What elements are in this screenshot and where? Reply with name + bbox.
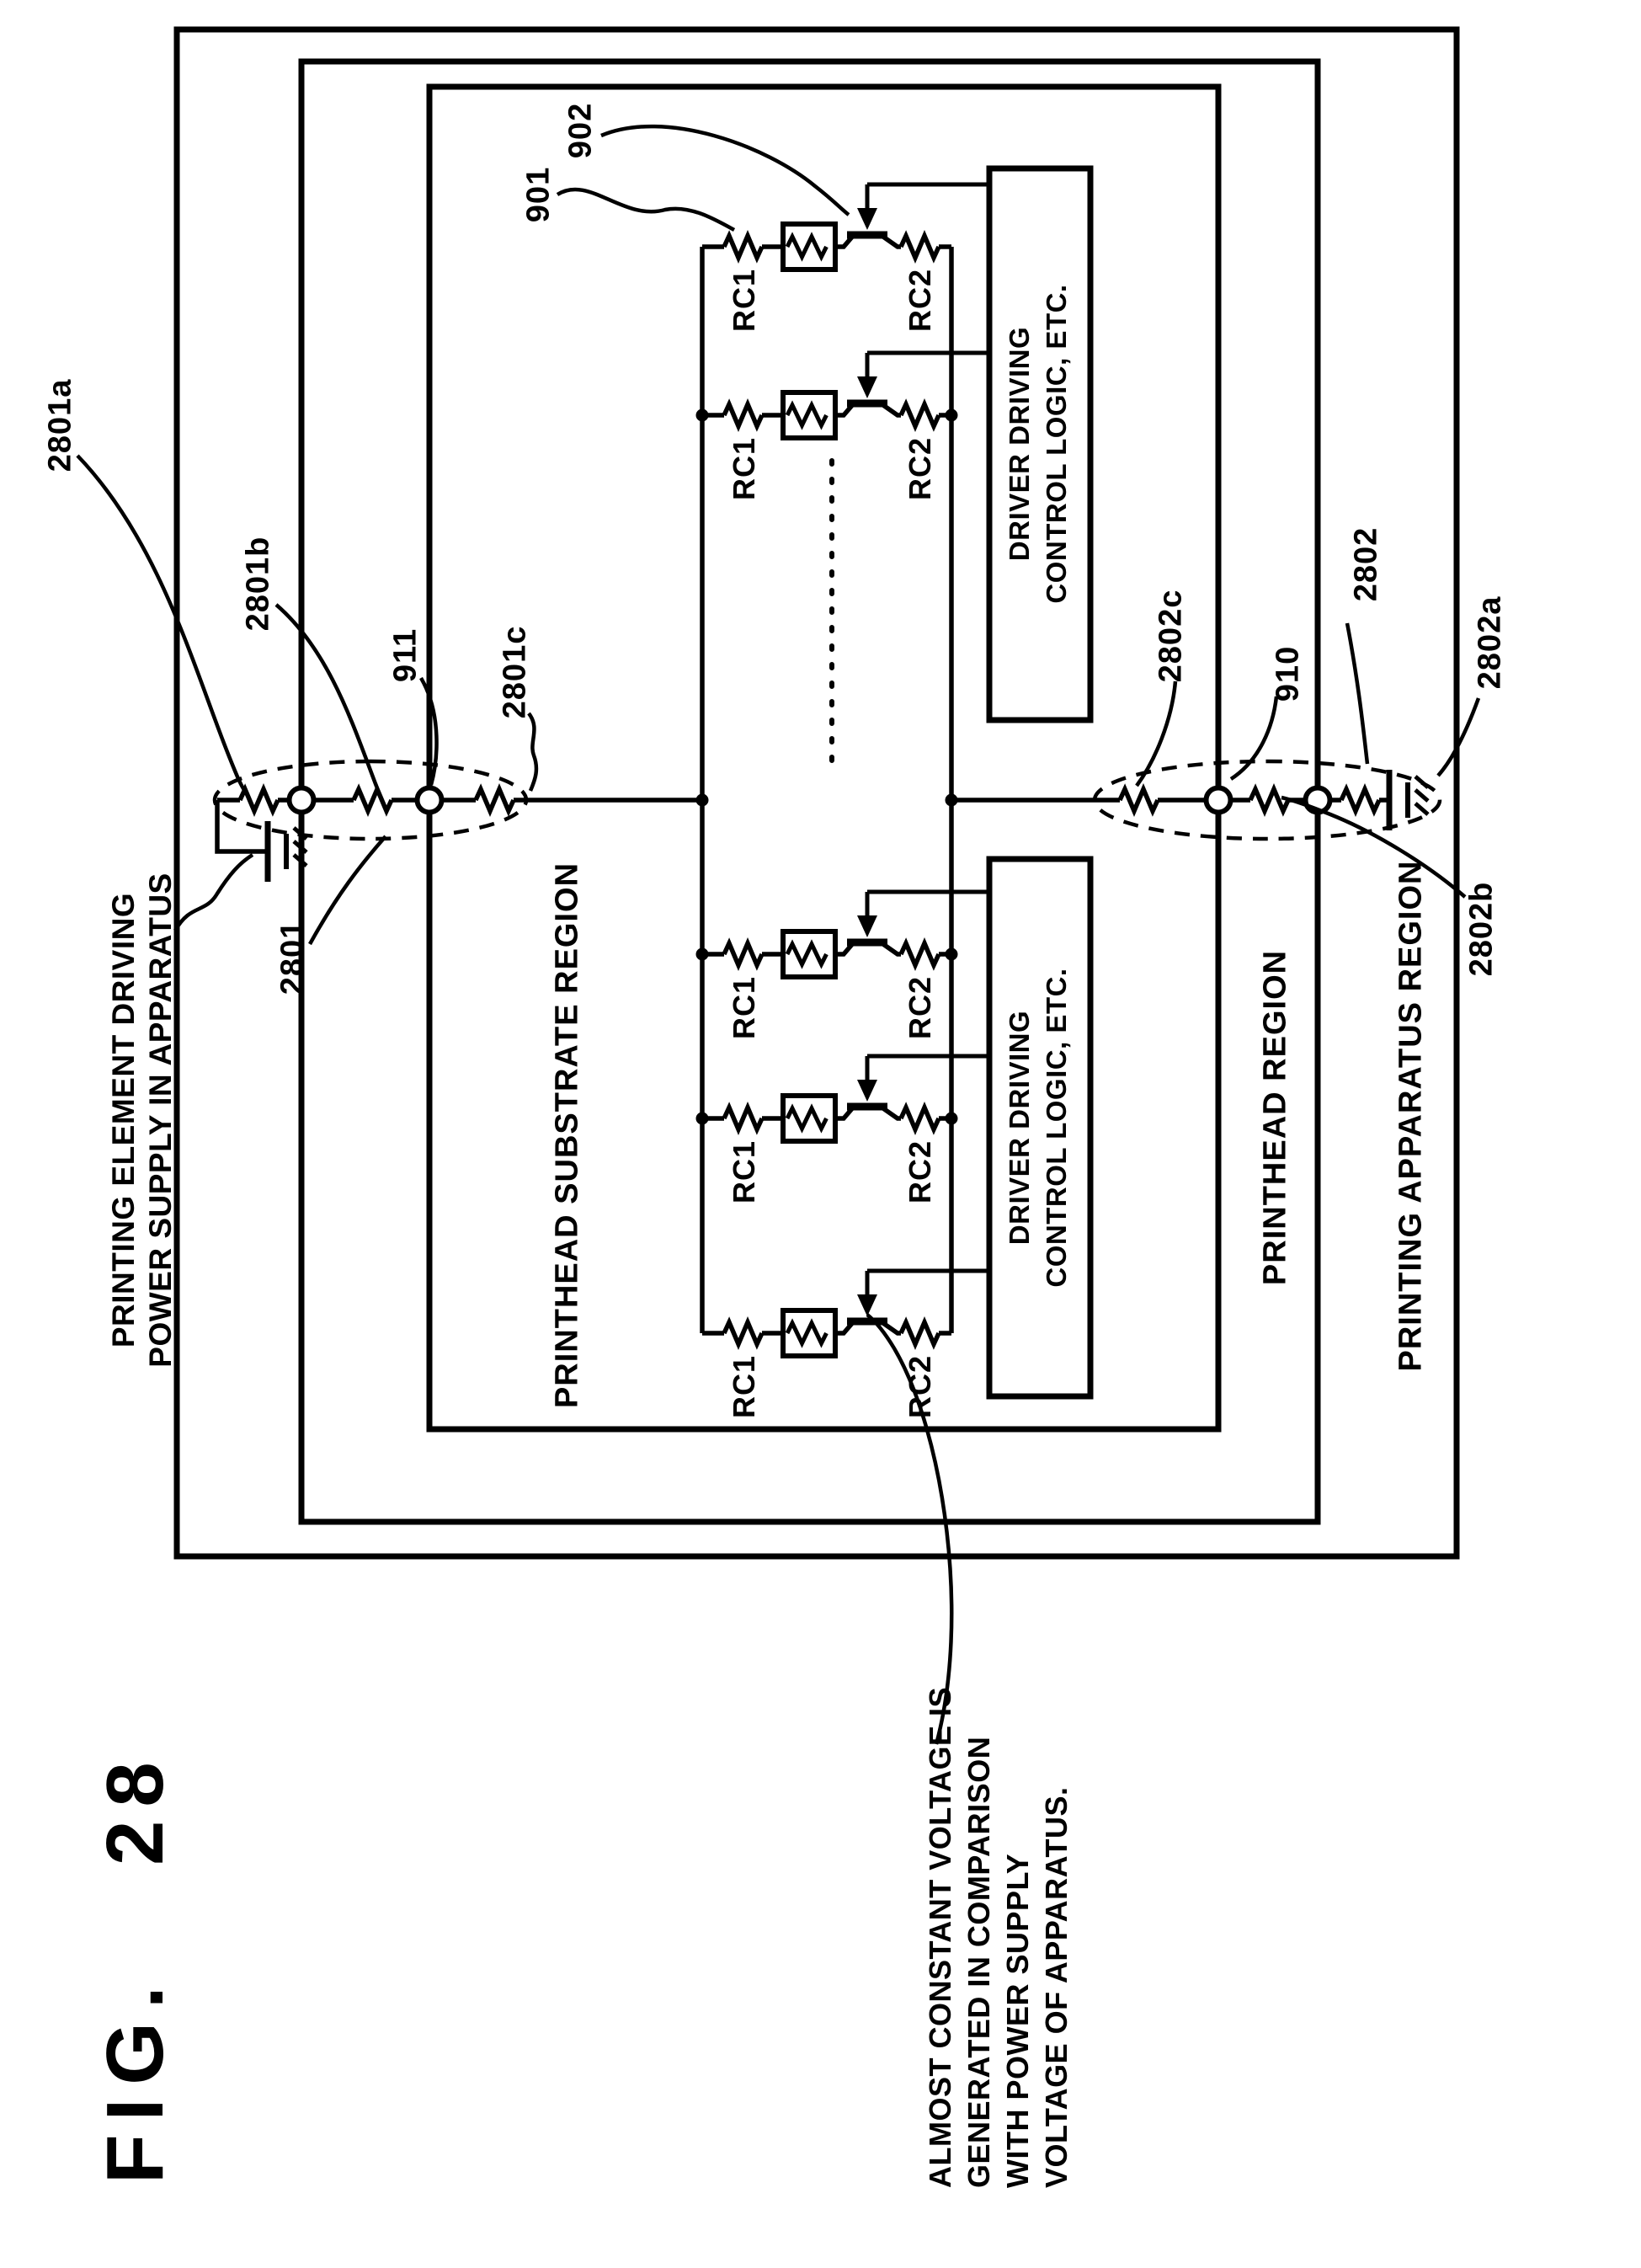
- leader-lines: [76, 124, 1481, 1745]
- rc1-label-b4: RC1: [727, 1140, 761, 1204]
- leader-901: [556, 187, 736, 232]
- driver-logic-box-right: [986, 165, 1094, 723]
- printing-apparatus-region-box: [173, 26, 1460, 1560]
- rc2-label-b3: RC2: [903, 976, 937, 1040]
- resistor-2802c: [1120, 789, 1158, 811]
- leader-2802b: [1281, 795, 1467, 899]
- ref-910: 910: [1270, 645, 1306, 702]
- power-wiring-ellipse-2801: [212, 759, 529, 841]
- leader-2801b: [274, 603, 380, 789]
- ref-2801c: 2801c: [497, 625, 533, 719]
- resistor-2802a: [1341, 789, 1379, 811]
- power-supply-bus: [212, 759, 702, 882]
- rc1-label-b3: RC1: [727, 976, 761, 1040]
- leader-supply-note: [173, 853, 254, 932]
- apparatus-region-label: PRINTING APPARATUS REGION: [1393, 860, 1429, 1372]
- rc2-label-b4: RC2: [903, 1140, 937, 1204]
- resistor-2801c: [476, 789, 514, 811]
- leader-2802c: [1135, 680, 1178, 787]
- printhead-region-label: PRINTHEAD REGION: [1257, 949, 1293, 1286]
- driver-logic-box-left: [986, 856, 1094, 1400]
- logic-right-line2: CONTROL LOGIC, ETC.: [1041, 284, 1072, 604]
- ref-2802a: 2802a: [1472, 595, 1508, 690]
- supply-note-line2: POWER SUPPLY IN APPARATUS: [143, 873, 178, 1368]
- logic-left-line2: CONTROL LOGIC, ETC.: [1041, 968, 1072, 1288]
- ref-2801b: 2801b: [240, 536, 276, 632]
- resistor-2802b: [1250, 789, 1288, 811]
- ground-wiring-ellipse-2802: [1092, 759, 1442, 841]
- logic-right-line1: DRIVER DRIVING: [1004, 326, 1035, 562]
- resistor-2801b: [354, 789, 392, 811]
- leader-911: [419, 676, 439, 786]
- leader-2801: [308, 835, 387, 946]
- logic-left-line1: DRIVER DRIVING: [1004, 1010, 1035, 1246]
- voltage-note-line3: WITH POWER SUPPLY: [1000, 1853, 1035, 2188]
- ref-902: 902: [562, 102, 599, 159]
- ref-2802b: 2802b: [1463, 881, 1500, 977]
- rc1-label-b2: RC1: [727, 437, 761, 501]
- leader-2802a: [1436, 697, 1481, 777]
- ref-2802: 2802: [1348, 526, 1384, 602]
- connector-circle-power-head: [286, 785, 317, 815]
- figure-label: FIG.: [90, 1972, 180, 2184]
- substrate-region-label: PRINTHEAD SUBSTRATE REGION: [549, 862, 585, 1409]
- ref-901: 901: [520, 166, 557, 223]
- supply-note-line1: PRINTING ELEMENT DRIVING: [106, 892, 141, 1348]
- voltage-note-line2: GENERATED IN COMPARISON: [962, 1736, 996, 2188]
- printhead-substrate-region-box: [426, 83, 1222, 1433]
- figure-number: 28: [90, 1748, 180, 1865]
- rc1-label-b5: RC1: [727, 1355, 761, 1419]
- leader-910: [1229, 696, 1279, 781]
- ref-2802c: 2802c: [1153, 589, 1189, 683]
- leader-2802: [1345, 622, 1370, 765]
- junction-dots: [695, 408, 958, 1125]
- ref-2801a: 2801a: [42, 378, 78, 472]
- voltage-note-line4: VOLTAGE OF APPARATUS.: [1039, 1786, 1074, 2189]
- voltage-note-line1: ALMOST CONSTANT VOLTAGE IS: [923, 1687, 957, 2188]
- rc1-label-b1: RC1: [727, 269, 761, 333]
- ref-2801: 2801: [274, 920, 311, 995]
- leader-2801a: [76, 454, 248, 794]
- leader-voltage-note: [866, 1313, 954, 1745]
- leader-2801c: [527, 712, 539, 792]
- rc2-label-b5: RC2: [903, 1355, 937, 1419]
- ground-return-bus: [951, 759, 1442, 841]
- connector-circle-910: [1203, 785, 1233, 815]
- rc2-label-b2: RC2: [903, 437, 937, 501]
- rc2-label-b1: RC2: [903, 269, 937, 333]
- ref-911: 911: [387, 627, 424, 683]
- leader-902: [600, 124, 850, 216]
- printhead-region-box: [298, 58, 1321, 1525]
- connector-circle-911: [414, 785, 445, 815]
